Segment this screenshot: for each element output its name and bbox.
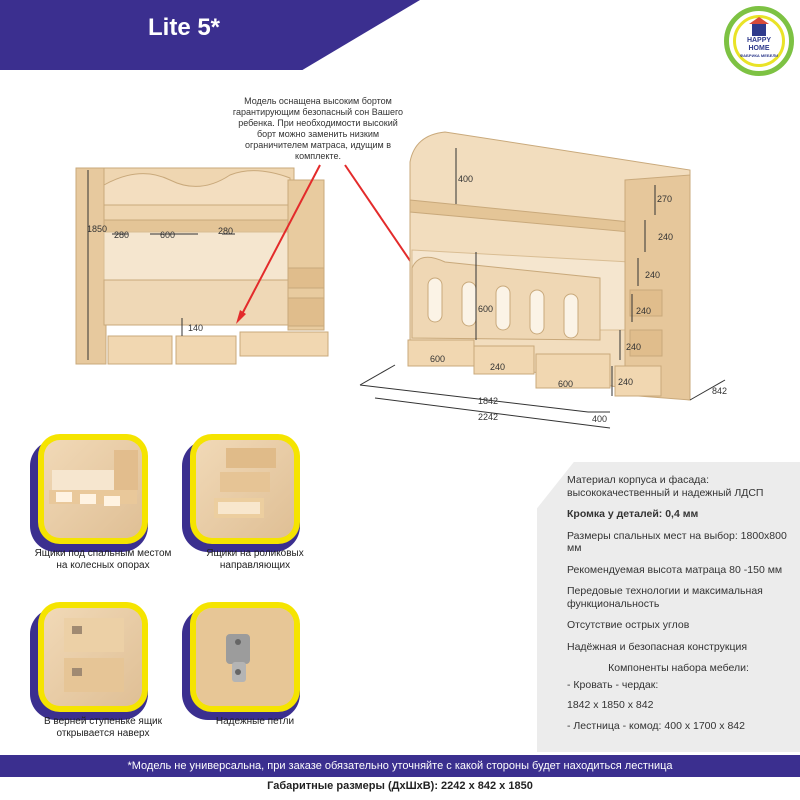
house-icon <box>749 17 769 36</box>
dim-left-280a: 280 <box>114 230 129 240</box>
feature-caption-3: В верней ступеньке ящик открывается наве… <box>43 716 163 739</box>
brand-logo: HAPPY HOME ФАБРИКА МЕБЕЛИ <box>724 6 794 76</box>
dim-right-240a: 240 <box>658 232 673 242</box>
arrow-left <box>239 164 321 319</box>
arrow-right <box>344 164 416 269</box>
spec-sleep-sizes: Размеры спальных мест на выбор: 1800х800… <box>567 529 787 555</box>
top-step-photo <box>44 608 142 706</box>
dim-1850: 1850 <box>87 224 107 234</box>
dim-1842: 1842 <box>478 396 498 406</box>
logo-text-3: ФАБРИКА МЕБЕЛИ <box>739 53 779 58</box>
right-bed-drawing: 400 270 240 240 600 240 240 600 240 600 … <box>407 131 691 401</box>
spec-corners: Отсутствие острых углов <box>567 619 690 631</box>
feature-hinges: Надежные петли <box>182 602 315 727</box>
dim-842: 842 <box>712 386 727 396</box>
feature-caption-2: Ящики на роликовых направляющих <box>206 548 304 571</box>
dim-bottom-600a: 600 <box>430 354 445 364</box>
feature-drawers-wheels: Ящики под спальным местом на колесных оп… <box>30 434 171 571</box>
dim-right-600: 600 <box>478 304 493 314</box>
specs-panel: Материал корпуса и фасада: высококачеств… <box>537 462 800 752</box>
feature-top-step-drawer: В верней ступеньке ящик открывается наве… <box>30 602 163 739</box>
dim-left-600: 600 <box>160 230 175 240</box>
dim-right-240d: 240 <box>626 342 641 352</box>
feature-roller-drawers: Ящики на роликовых направляющих <box>182 434 315 571</box>
dim-bottom-240b: 240 <box>618 377 633 387</box>
spec-ladder: - Лестница - комод: 400 х 1700 х 842 <box>567 719 745 732</box>
floor-dimensions: 1842 2242 400 842 <box>359 364 727 429</box>
overall-dimensions: Габаритные размеры (ДхШхВ): 2242 х 842 х… <box>267 780 533 792</box>
spec-bed-label: - Кровать - чердак: <box>567 678 659 691</box>
logo-text-2: HOME <box>748 45 770 52</box>
footer-warning: *Модель не универсальна, при заказе обяз… <box>0 755 800 777</box>
dim-right-270: 270 <box>657 194 672 204</box>
dim-400: 400 <box>592 414 607 424</box>
roller-drawers-photo <box>196 440 294 538</box>
header-banner: Lite 5* <box>0 0 420 70</box>
spec-components-title: Компоненты набора мебели: <box>608 662 749 674</box>
hinges-photo <box>196 608 294 706</box>
bed-drawings: 1850 280 600 280 140 400 270 <box>75 131 727 429</box>
dim-bottom-600b: 600 <box>558 379 573 389</box>
drawers-wheels-photo <box>44 440 142 538</box>
logo-mark: HAPPY HOME ФАБРИКА МЕБЕЛИ <box>733 15 785 67</box>
dim-2242: 2242 <box>478 412 498 422</box>
spec-safe: Надёжная и безопасная конструкция <box>567 640 748 653</box>
dim-left-140: 140 <box>188 323 203 333</box>
dim-right-240c: 240 <box>636 306 651 316</box>
dim-right-400: 400 <box>458 174 473 184</box>
dim-left-280b: 280 <box>218 226 233 236</box>
dim-bottom-240: 240 <box>490 362 505 372</box>
spec-edge: Кромка у деталей: 0,4 мм <box>567 508 699 520</box>
safety-note: Модель оснащена высоким бортом гарантиру… <box>232 96 404 161</box>
logo-text-1: HAPPY <box>746 37 772 44</box>
left-bed-drawing: 1850 280 600 280 140 <box>75 167 329 365</box>
spec-material: Материал корпуса и фасада: высококачеств… <box>567 474 764 499</box>
page-title: Lite 5* <box>148 14 221 41</box>
feature-caption-1: Ящики под спальным местом на колесных оп… <box>34 548 172 571</box>
spec-bed-size: 1842 х 1850 х 842 <box>567 699 654 711</box>
spec-tech: Передовые технологии и максимальная функ… <box>567 585 763 610</box>
spec-mattress: Рекомендуемая высота матраца 80 -150 мм <box>567 563 783 576</box>
feature-caption-4: Надежные петли <box>215 716 295 727</box>
dim-right-240b: 240 <box>645 270 660 280</box>
